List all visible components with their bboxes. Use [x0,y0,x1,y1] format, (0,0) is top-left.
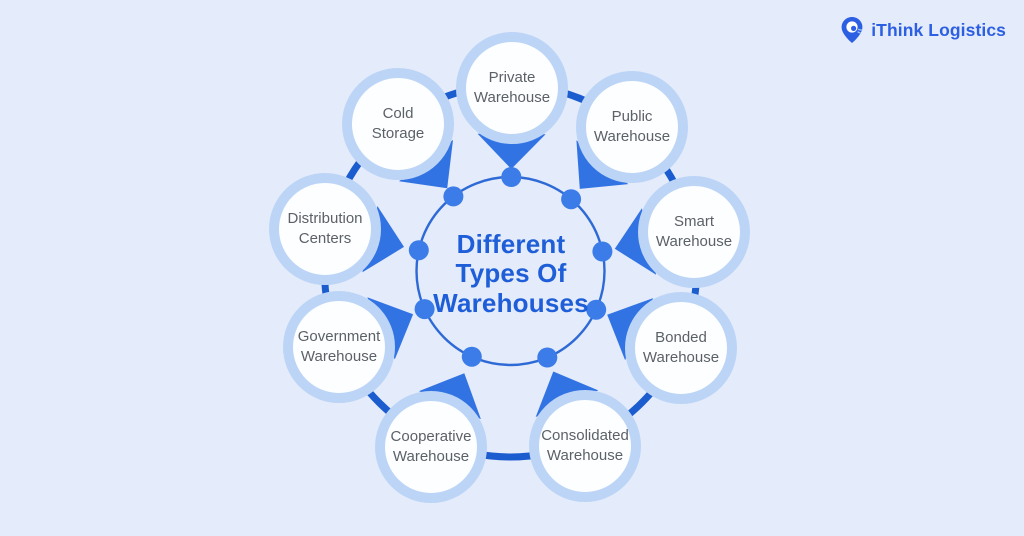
node-cooperative-warehouse: Cooperative Warehouse [375,391,487,503]
node-public-warehouse: Public Warehouse [576,71,688,183]
node-label: Bonded Warehouse [642,329,720,366]
ring-dot [408,240,429,261]
node-smart-warehouse: Smart Warehouse [638,176,750,288]
node-label: Cooperative Warehouse [390,428,472,465]
node-label: Distribution Centers [287,210,363,247]
brand-logo: iThink Logistics [840,16,1006,44]
node-consolidated-warehouse: Consolidated Warehouse [529,390,641,502]
location-pin-icon [841,17,863,43]
ring-dot [592,241,613,262]
ring-dot [561,189,582,210]
node-private-warehouse: Private Warehouse [456,32,568,144]
node-label: Public Warehouse [593,108,671,145]
node-distribution-centers: Distribution Centers [269,173,381,285]
ring-dot [461,346,482,367]
node-label: Government Warehouse [297,328,381,365]
node-pointer-triangle [477,133,546,169]
node-government-warehouse: Government Warehouse [283,291,395,403]
ring-dot [414,299,435,320]
node-label: Private Warehouse [473,69,551,106]
node-label: Smart Warehouse [655,213,733,250]
diagram-title: Different Types Of Warehouses [433,228,589,318]
ring-dot [501,167,522,187]
brand-name: iThink Logistics [871,19,1006,40]
node-label: Consolidated Warehouse [541,427,629,464]
ring-dot [537,347,558,368]
ring-dot [586,299,607,320]
ring-dot [443,186,464,207]
node-cold-storage: Cold Storage [342,68,454,180]
node-label: Cold Storage [371,105,425,142]
node-bonded-warehouse: Bonded Warehouse [625,292,737,404]
